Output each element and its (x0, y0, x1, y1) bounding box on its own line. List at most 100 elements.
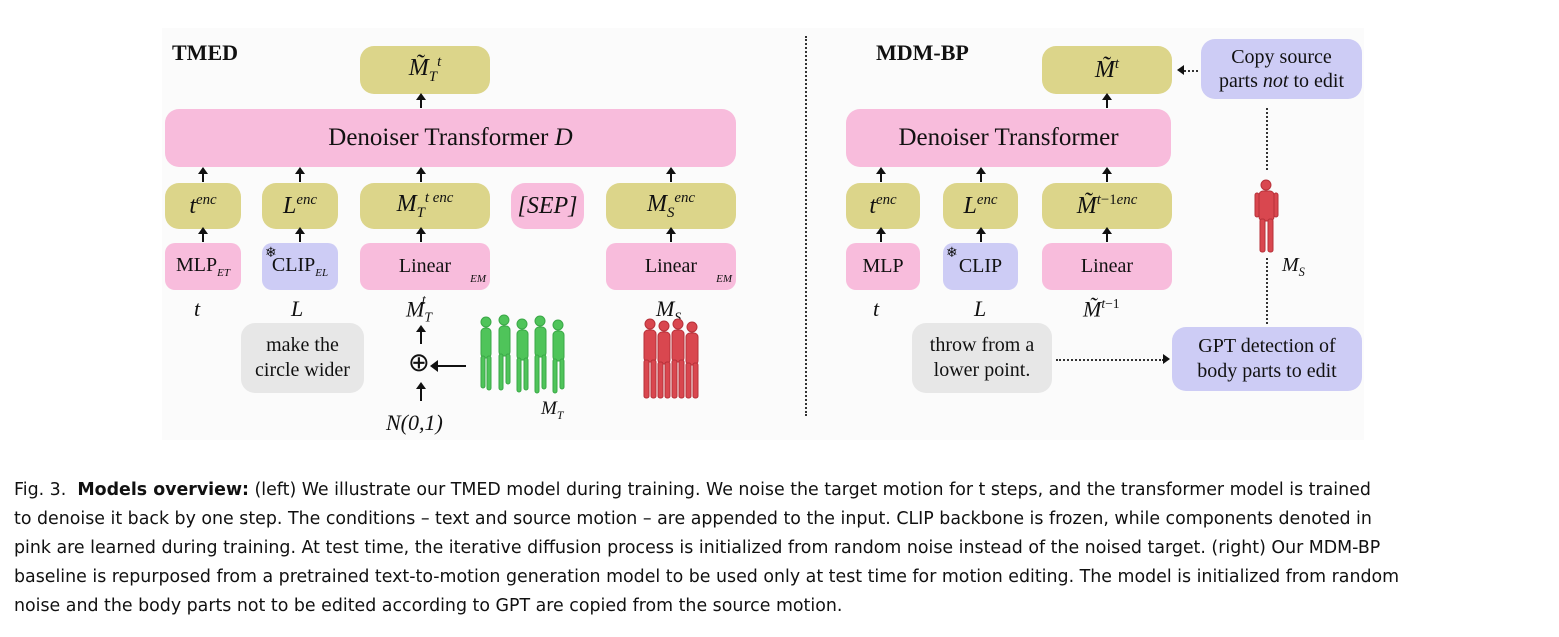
figure (685, 321, 699, 399)
caption-line-3: pink are learned during training. At tes… (14, 538, 1381, 558)
input-mt: MTt (406, 292, 432, 325)
tmed-mt-enc-box: MTt enc (360, 183, 490, 229)
panel-divider (805, 36, 807, 416)
tmed-output-symbol: M̃ (408, 55, 429, 82)
mdmbp-mlp-box: MLP (846, 243, 920, 290)
tmed-linear-box-target: Linear EM (360, 243, 490, 290)
noise-label: N(0,1) (386, 410, 443, 435)
arrow (295, 227, 305, 242)
arrowhead-right (1163, 354, 1170, 364)
input-ms: MS (656, 296, 682, 325)
arrow (198, 227, 208, 242)
source-motion-figures (643, 318, 699, 399)
arrow (666, 167, 676, 182)
caption-line-1: Fig. 3. Models overview: (left) We illus… (14, 480, 1371, 500)
arrow (1102, 93, 1112, 108)
mlp-label: MLP (176, 253, 218, 276)
mdmbp-input-l: L (974, 296, 987, 321)
l-enc-sup: enc (296, 192, 317, 208)
arrow (416, 227, 426, 242)
figure (498, 314, 511, 391)
mdmbp-clip-box: ❄ CLIP (943, 243, 1018, 290)
tmed-denoiser-label: Denoiser Transformer (328, 124, 549, 151)
mdmbp-linear-box: Linear (1042, 243, 1172, 290)
target-motion-figures (480, 314, 565, 394)
arrow-left (436, 365, 466, 367)
arrow (876, 227, 886, 242)
copy-dotted-arrow (1184, 70, 1198, 72)
mdmbp-t-enc-box: tenc (846, 183, 920, 229)
linear-sub: EM (716, 273, 732, 285)
figure (552, 319, 565, 394)
mdmbp-output-sup: t (1114, 56, 1120, 72)
snowflake-icon: ❄ (265, 246, 277, 261)
mdmbp-output-symbol: M̃ (1094, 57, 1115, 83)
arrow (198, 167, 208, 182)
snowflake-icon: ❄ (946, 246, 958, 261)
linear-sub: EM (470, 273, 486, 285)
mlp-sub: ET (217, 266, 230, 279)
caption-line-2: to denoise it back by one step. The cond… (14, 509, 1372, 529)
tmed-text-prompt: make the circle wider (241, 323, 364, 393)
input-l: L (291, 296, 304, 321)
mdmbp-text-prompt: throw from a lower point. (912, 323, 1052, 393)
ms-enc-sup: enc (674, 190, 696, 207)
t-enc-sup: enc (196, 192, 217, 208)
caption-line-4: baseline is repurposed from a pretrained… (14, 567, 1400, 587)
figure-diagram: TMED M̃Tt Denoiser Transformer D tenc Le… (165, 36, 1362, 435)
tmed-mlp-box: MLPET (165, 243, 241, 290)
figure (657, 320, 671, 399)
t-enc-symbol: t (189, 193, 196, 219)
tmed-t-enc-box: tenc (165, 183, 241, 229)
tmed-output-sub: T (428, 68, 438, 85)
figure-caption: Fig. 3. Models overview: (left) We illus… (14, 476, 1544, 621)
arrow (976, 167, 986, 182)
linear-label: Linear (644, 255, 698, 277)
arrow (416, 325, 426, 344)
figure (534, 315, 547, 394)
arrow (416, 167, 426, 182)
mt-enc-sub: T (416, 204, 425, 221)
input-t: t (194, 296, 201, 321)
figure (480, 316, 492, 391)
arrow (666, 227, 676, 242)
figure (516, 318, 529, 393)
arrowhead-left (430, 360, 438, 372)
figure (671, 318, 685, 399)
mdmbp-denoiser-box: Denoiser Transformer (846, 109, 1171, 167)
tmed-sep-box: [SEP] (511, 183, 584, 229)
tmed-output-sup: t (437, 54, 442, 71)
arrow (976, 227, 986, 242)
linear-label: Linear (398, 255, 452, 277)
clip-sub: EL (315, 266, 329, 279)
arrowhead-left (1177, 65, 1184, 75)
mt-enc-sup: enc (432, 190, 454, 207)
gpt-dotted-line (1266, 258, 1268, 324)
clip-label: CLIP (271, 253, 316, 276)
source-figure (1254, 179, 1279, 253)
tmed-linear-box-source: Linear EM (606, 243, 736, 290)
mdmbp-input-t: t (873, 296, 880, 321)
l-enc-symbol: L (282, 193, 297, 219)
tmed-denoiser-var: D (554, 124, 573, 151)
mdmbp-input-m: M̃t−1 (1083, 296, 1120, 322)
copy-dotted-line (1266, 108, 1268, 170)
tmed-title: TMED (172, 40, 238, 65)
tmed-clip-box: ❄ CLIPEL (262, 243, 338, 290)
arrow (416, 382, 426, 401)
arrow (876, 167, 886, 182)
mt-figure-label: MT (541, 398, 564, 422)
arrow (295, 167, 305, 182)
mdmbp-l-enc-box: Lenc (943, 183, 1018, 229)
arrow (1102, 227, 1112, 242)
plus-operator: ⊕ (408, 348, 430, 377)
ms-enc-symbol: M (646, 191, 667, 218)
ms-figure-label: MS (1282, 254, 1305, 279)
mt-enc-sup-t: t (424, 190, 430, 207)
caption-line-5: noise and the body parts not to be edite… (14, 596, 843, 616)
mdmbp-m-enc-box: M̃t−1enc (1042, 183, 1172, 229)
tmed-denoiser-box: Denoiser Transformer D (165, 109, 736, 167)
tmed-output-box: M̃Tt (360, 46, 490, 94)
